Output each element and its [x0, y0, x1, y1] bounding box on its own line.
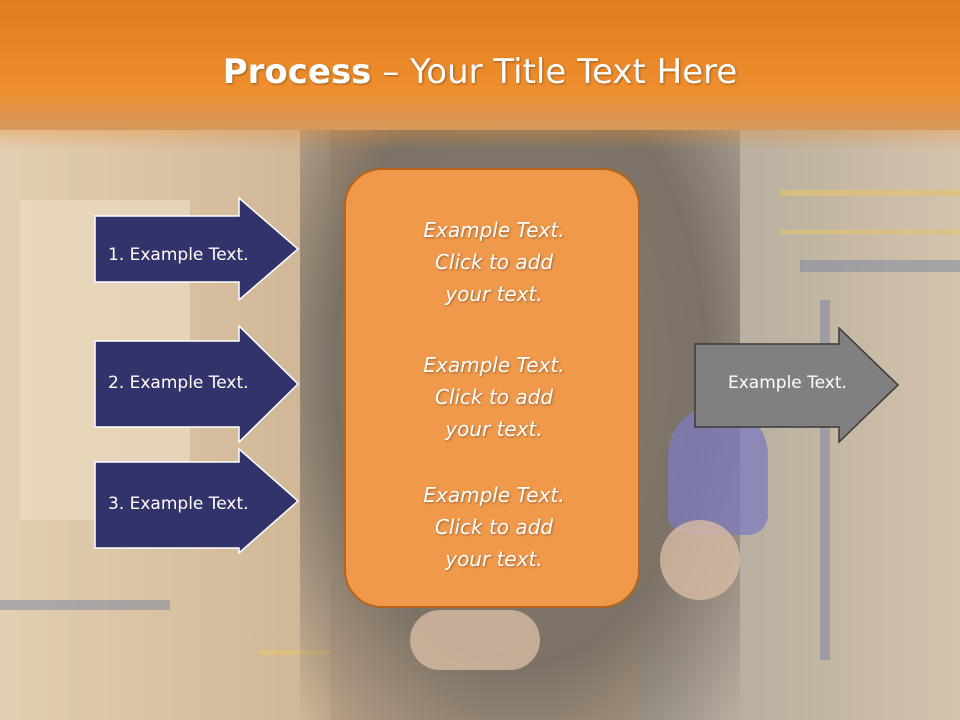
- background-railing: [780, 190, 960, 196]
- center-text-line: your text.: [445, 282, 543, 306]
- background-beam: [0, 600, 170, 610]
- background-railing: [780, 230, 960, 234]
- title-bold: Process: [222, 52, 372, 92]
- left-arrow-3[interactable]: [94, 448, 300, 554]
- left-arrow-2-label: 2. Example Text.: [108, 373, 249, 393]
- left-arrow-3-label: 3. Example Text.: [108, 494, 249, 514]
- background-beam: [820, 300, 830, 660]
- background-hand: [660, 520, 740, 600]
- center-text-block-1: Example Text. Click to add your text.: [346, 214, 642, 310]
- center-text-block-2: Example Text. Click to add your text.: [346, 349, 642, 445]
- center-text-box[interactable]: Example Text. Click to add your text. Ex…: [344, 168, 640, 608]
- center-text-block-3: Example Text. Click to add your text.: [346, 479, 642, 575]
- center-text-line: Click to add: [434, 515, 554, 539]
- center-text-line: your text.: [445, 547, 543, 571]
- left-arrow-1[interactable]: [94, 197, 300, 301]
- background-beam: [800, 260, 960, 272]
- left-arrow-1-label: 1. Example Text.: [108, 245, 249, 265]
- center-text-line: Click to add: [434, 250, 554, 274]
- center-text-line: Example Text.: [423, 483, 565, 507]
- title-rest: – Your Title Text Here: [371, 52, 738, 92]
- left-arrow-2[interactable]: [94, 325, 300, 443]
- background-railing: [260, 650, 330, 655]
- slide-title[interactable]: Process – Your Title Text Here: [0, 52, 960, 92]
- title-band: [0, 0, 960, 150]
- background-hand: [410, 610, 540, 670]
- center-text-line: Example Text.: [423, 353, 565, 377]
- right-arrow[interactable]: [694, 327, 900, 445]
- center-text-line: Example Text.: [423, 218, 565, 242]
- center-text-line: your text.: [445, 417, 543, 441]
- right-arrow-label: Example Text.: [728, 373, 847, 393]
- center-text-line: Click to add: [434, 385, 554, 409]
